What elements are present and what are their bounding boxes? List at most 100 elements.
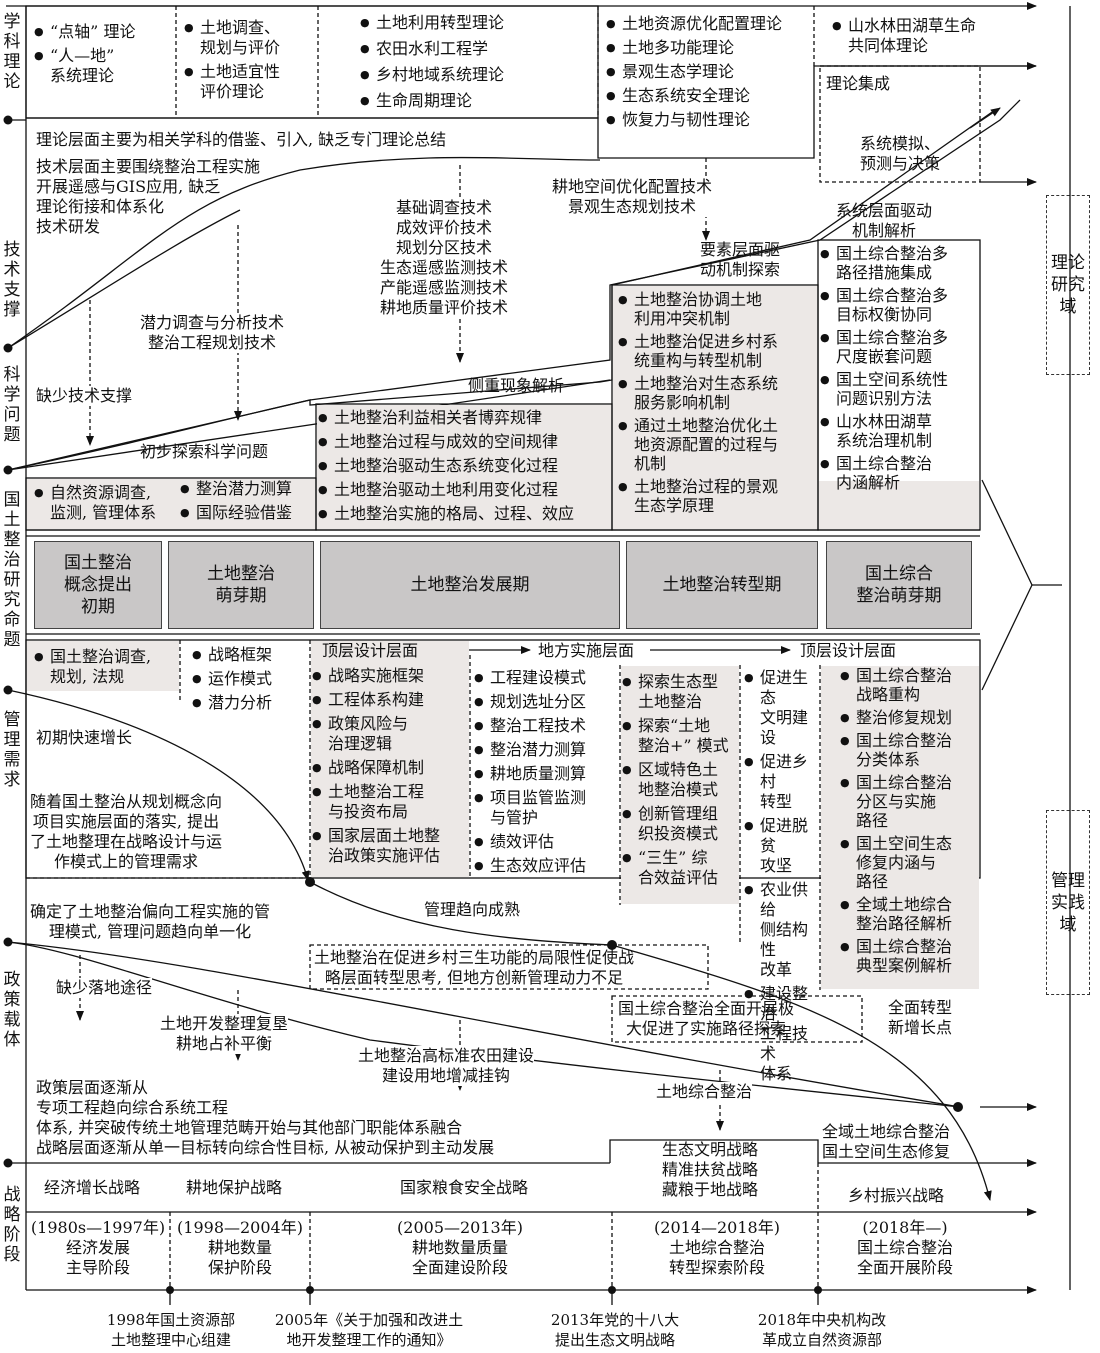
stage-1: (1980s—1997年) 经济发展 主导阶段 (30, 1218, 166, 1277)
list-item: 促进生态 文明建设 (744, 668, 820, 748)
policy-p1: 土地开发整理复垦 耕地占补平衡 (160, 1014, 289, 1054)
list-item: 山水林田湖草生命 共同体理论 (832, 16, 1022, 56)
phase-1: 国土整治 概念提出 初期 (34, 541, 162, 629)
list-item: 山水林田湖草 系统治理机制 (820, 412, 980, 450)
policy-p3: 土地综合整治 (656, 1082, 753, 1102)
phase-4: 土地整治转型期 (626, 541, 818, 629)
list-item: “三生” 综 合效益评估 (622, 848, 740, 888)
mgmt-fast: 初期快速增长 (36, 728, 133, 747)
theory-col1: “点轴” 理论“人—地” 系统理论 (34, 22, 174, 90)
mgmt-local: 地方实施层面 (538, 641, 635, 660)
list-item: 土地利用转型理论 (360, 12, 590, 34)
list-item: 战略保障机制 (312, 758, 470, 778)
strategy-s3: 国家粮食安全战略 (400, 1178, 529, 1197)
list-item: 生命周期理论 (360, 90, 590, 112)
row-label-strategy: 战略阶段 (3, 1185, 21, 1265)
mgmt-col3-list: 战略实施框架工程体系构建政策风险与 治理逻辑战略保障机制土地整治工程 与投资布局… (312, 666, 470, 866)
list-item: 整治潜力测算 (180, 479, 316, 499)
list-item: “点轴” 理论 (34, 22, 174, 42)
list-item: 景观生态学理论 (606, 62, 816, 82)
mgmt-col6: 促进生态 文明建设促进乡村 转型促进脱贫 攻坚农业供给 侧结构性 改革建设整治 … (744, 668, 820, 1088)
row-label-topic: 国土整治研究命题 (3, 490, 21, 650)
event-2018: 2018年中央机构改 革成立自然资源部 (757, 1311, 887, 1349)
list-item: 整治工程技术 (474, 716, 620, 736)
list-item: 促进乡村 转型 (744, 752, 820, 812)
policy-lack: 缺少落地途径 (56, 978, 153, 998)
list-item: 土地整治驱动生态系统变化过程 (318, 456, 614, 476)
list-item: 政策风险与 治理逻辑 (312, 714, 470, 754)
tech-note: 技术层面主要围绕整治工程实施 开展遥感与GIS应用, 缺乏 理论衔接和体系化 技… (36, 157, 261, 236)
row-label-mgmt: 管理需求 (3, 710, 21, 790)
list-item: 土地整治过程与成效的空间规律 (318, 432, 614, 452)
sci-preliminary: 初步探索科学问题 (140, 442, 269, 461)
theory-integration: 理论集成 (826, 74, 891, 93)
mgmt-col1: 国土整治调查, 规划, 法规 (34, 647, 180, 691)
list-item: 项目监管监测 与管护 (474, 788, 620, 828)
strategy-s5: 乡村振兴战略 (848, 1186, 945, 1205)
sci-col3-list: 土地整治协调土地 利用冲突机制土地整治促进乡村系 统重构与转型机制土地整治对生态… (618, 290, 818, 515)
list-item: 国际经验借鉴 (180, 503, 316, 523)
list-item: 规划选址分区 (474, 692, 620, 712)
list-item: 土地适宜性 评价理论 (184, 62, 318, 102)
sci-col1-list: 自然资源调查, 监测, 管理体系 (34, 483, 176, 523)
mgmt-mature: 管理趋向成熟 (424, 900, 521, 919)
sci-col1: 自然资源调查, 监测, 管理体系 (34, 483, 176, 527)
theory-col3-list: 土地利用转型理论农田水利工程学乡村地域系统理论生命周期理论 (360, 12, 590, 112)
list-item: 国土空间系统性 问题识别方法 (820, 370, 980, 408)
list-item: 土地调查、 规划与评价 (184, 18, 318, 58)
theory-note: 理论层面主要为相关学科的借鉴、引入, 缺乏专门理论总结 (36, 130, 447, 149)
list-item: 整治潜力测算 (474, 740, 620, 760)
strategy-s2: 耕地保护战略 (186, 1178, 283, 1197)
theory-col2: 土地调查、 规划与评价土地适宜性 评价理论 (184, 18, 318, 106)
mgmt-promote: 国土综合整治全面开展极 大促进了实施路径探索 (618, 999, 795, 1038)
sci-col1b-list: 整治潜力测算国际经验借鉴 (180, 479, 316, 523)
side-theory-domain: 理论研究域 (1046, 195, 1090, 375)
stage-3: (2005—2013年) 耕地数量质量 全面建设阶段 (397, 1218, 523, 1277)
mgmt-engineering: 确定了土地整治偏向工程实施的管 理模式, 管理问题趋向单一化 (30, 902, 271, 941)
phase-2: 土地整治 萌芽期 (168, 541, 314, 629)
tech-lack: 缺少技术支撑 (36, 386, 133, 406)
phase-5: 国土综合 整治萌芽期 (826, 541, 972, 629)
sci-system: 系统层面驱动 机制解析 (836, 201, 933, 240)
event-2013: 2013年党的十八大 提出生态文明战略 (550, 1311, 680, 1349)
mgmt-col4: 工程建设模式规划选址分区整治工程技术整治潜力测算耕地质量测算项目监管监测 与管护… (474, 668, 620, 880)
mgmt-col5-list: 探索生态型 土地整治探索“土地 整治+” 模式区域特色土 地整治模式创新管理组 … (622, 672, 740, 888)
list-item: 国土综合整治 战略重构 (840, 666, 980, 704)
side-practice-domain: 管理实践域 (1046, 810, 1090, 995)
tech-optimize: 耕地空间优化配置技术 景观生态规划技术 (552, 177, 713, 217)
list-item: 工程体系构建 (312, 690, 470, 710)
mgmt-col6-list: 促进生态 文明建设促进乡村 转型促进脱贫 攻坚农业供给 侧结构性 改革建设整治 … (744, 668, 820, 1084)
list-item: 农业供给 侧结构性 改革 (744, 880, 820, 980)
list-item: 工程建设模式 (474, 668, 620, 688)
list-item: 乡村地域系统理论 (360, 64, 590, 86)
strategy-s4: 生态文明战略 精准扶贫战略 藏粮于地战略 (662, 1140, 759, 1199)
list-item: 促进脱贫 攻坚 (744, 816, 820, 876)
list-item: 国土综合整治多 目标权衡协同 (820, 286, 980, 324)
mgmt-limit: 土地整治在促进乡村三生功能的局限性促使战 略层面转型思考, 但地方创新管理动力不… (314, 948, 635, 987)
list-item: 国土综合整治 典型案例解析 (840, 937, 980, 975)
tech-simulate: 系统模拟、 预测与决策 (860, 134, 941, 173)
list-item: 通过土地整治优化土 地资源配置的过程与 机制 (618, 416, 818, 473)
row-label-science: 科学问题 (3, 365, 21, 445)
mgmt-col2: 战略框架运作模式潜力分析 (192, 645, 308, 717)
mgmt-col3: 战略实施框架工程体系构建政策风险与 治理逻辑战略保障机制土地整治工程 与投资布局… (312, 666, 470, 870)
list-item: 土地整治对生态系统 服务影响机制 (618, 374, 818, 412)
list-item: 土地整治促进乡村系 统重构与转型机制 (618, 332, 818, 370)
list-item: 国土综合整治多 路径措施集成 (820, 244, 980, 282)
mgmt-col1-list: 国土整治调查, 规划, 法规 (34, 647, 180, 687)
list-item: 运作模式 (192, 669, 308, 689)
mgmt-col7: 国土综合整治 战略重构整治修复规划国土综合整治 分类体系国土综合整治 分区与实施… (840, 666, 980, 979)
strategy-s1: 经济增长战略 (44, 1178, 141, 1197)
theory-col5: 山水林田湖草生命 共同体理论 (832, 16, 1022, 60)
list-item: 土地整治实施的格局、过程、效应 (318, 504, 614, 524)
list-item: 探索“土地 整治+” 模式 (622, 716, 740, 756)
theory-col1-list: “点轴” 理论“人—地” 系统理论 (34, 22, 174, 86)
event-1998: 1998年国土资源部 土地整理中心组建 (106, 1311, 236, 1349)
list-item: 绩效评估 (474, 832, 620, 852)
list-item: 土地整治利益相关者博弈规律 (318, 408, 614, 428)
list-item: 生态效应评估 (474, 856, 620, 876)
mgmt-explain: 随着国土整治从规划概念向 项目实施层面的落实, 提出 了土地整理在战略设计与运 … (30, 792, 223, 871)
list-item: 自然资源调查, 监测, 管理体系 (34, 483, 176, 523)
sci-col2: 土地整治利益相关者博弈规律土地整治过程与成效的空间规律土地整治驱动生态系统变化过… (318, 408, 614, 528)
list-item: 战略实施框架 (312, 666, 470, 686)
